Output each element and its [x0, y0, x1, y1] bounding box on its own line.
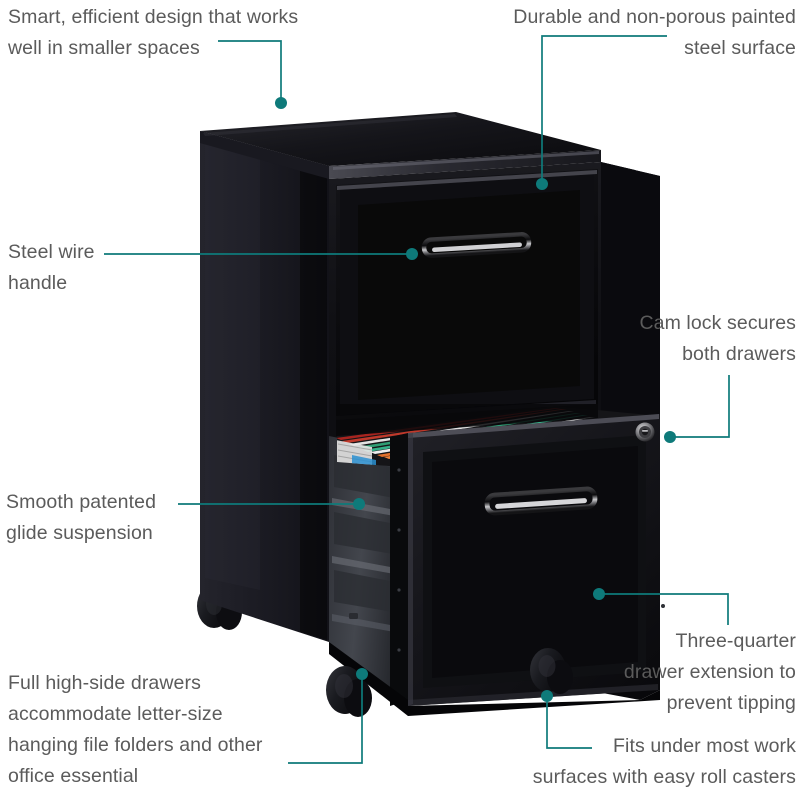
callout-painted-steel: Durable and non-porous painted steel sur… — [513, 6, 796, 59]
caster-front-right — [530, 648, 573, 694]
callout-three-quarter-extension: Three-quarter drawer extension to preven… — [623, 630, 796, 714]
drawer-interior-glide — [329, 436, 408, 700]
lower-drawer-open — [390, 414, 660, 706]
callout-roll-casters: Fits under most work surfaces with easy … — [532, 735, 796, 788]
cabinet-top-surface — [200, 112, 601, 166]
steel-wire-handle-upper — [421, 232, 532, 258]
upper-drawer-front — [336, 169, 598, 420]
cabinet-side-panel — [200, 131, 329, 642]
callout-smart-design: Smart, efficient design that works well … — [8, 6, 299, 59]
steel-wire-handle-lower — [484, 486, 598, 516]
callout-glide-suspension: Smooth patented glide suspension — [6, 491, 157, 544]
cam-lock — [635, 422, 655, 442]
callout-steel-wire-handle: Steel wire handle — [8, 241, 95, 294]
callout-high-side-drawers: Full high-side drawers accommodate lette… — [8, 672, 263, 787]
callout-cam-lock: Cam lock secures both drawers — [639, 312, 796, 365]
